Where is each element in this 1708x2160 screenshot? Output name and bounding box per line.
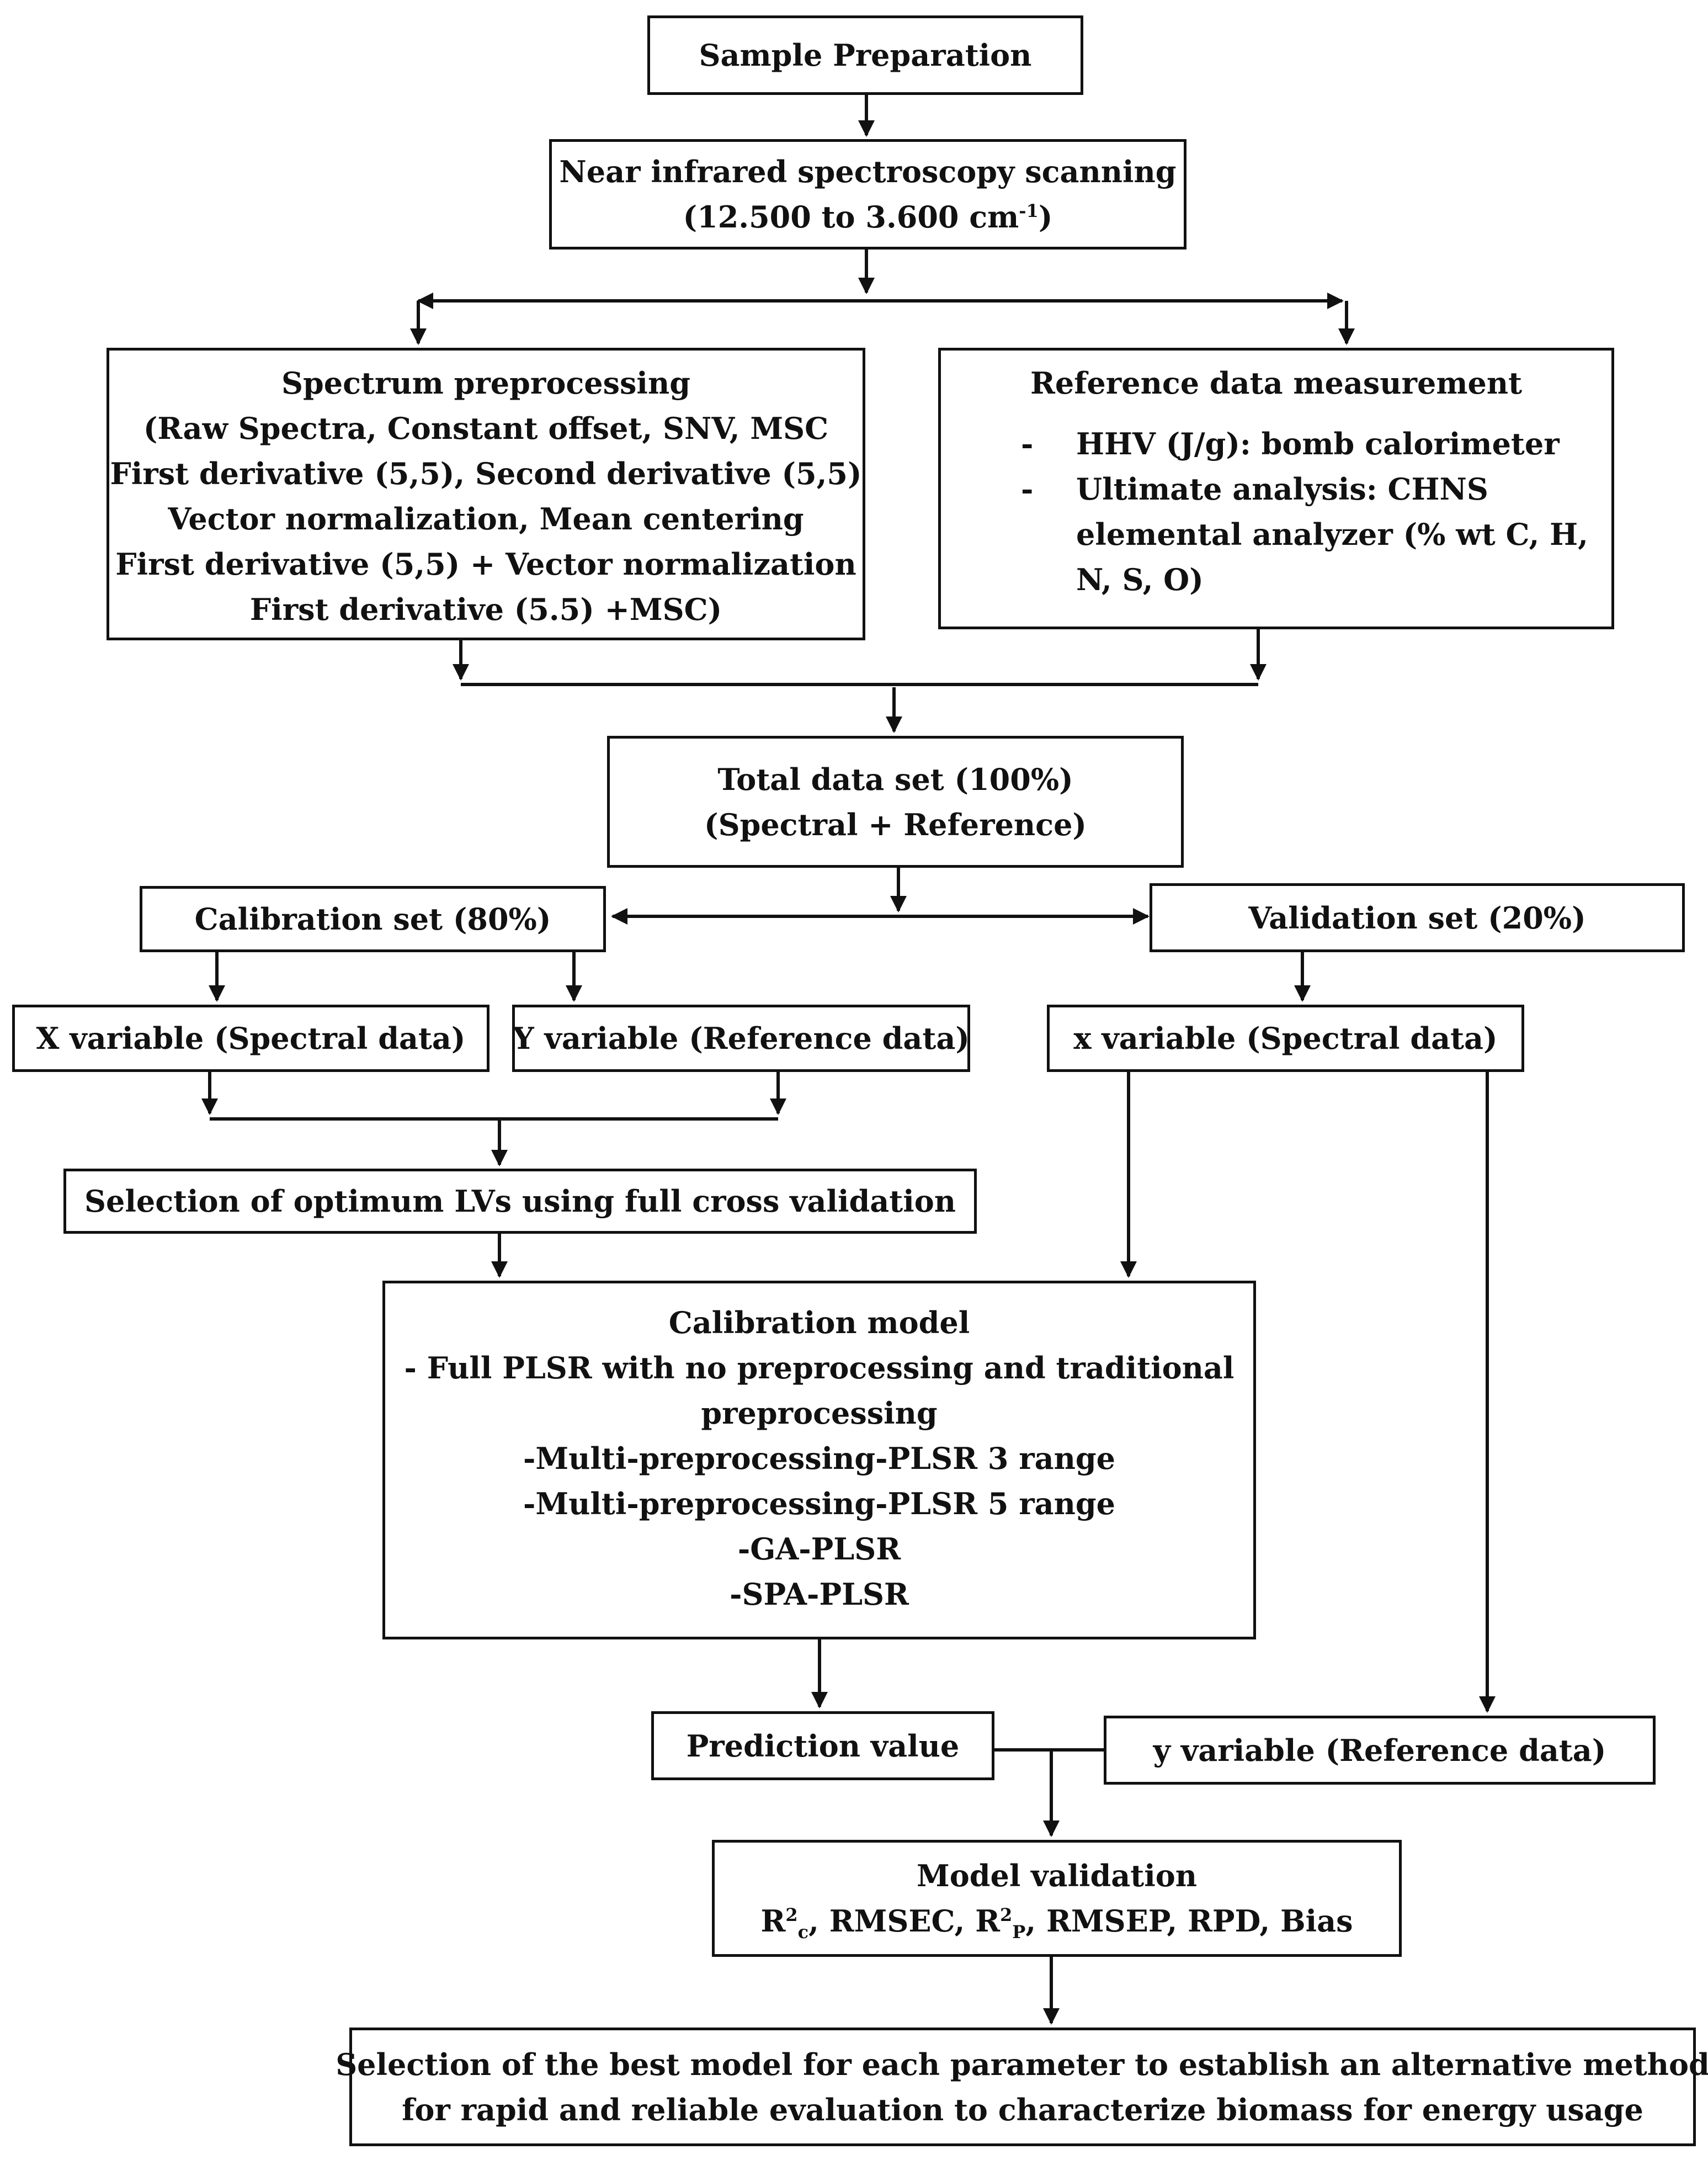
reference-item-ultimate-cont: N, S, O) xyxy=(941,557,1204,602)
model-validation-metrics: R2c, RMSEC, R2P, RMSEP, RPD, Bias xyxy=(760,1898,1353,1944)
spectrum-preprocessing-line: (Raw Spectra, Constant offset, SNV, MSC xyxy=(143,411,829,446)
prediction-value-box: Prediction value xyxy=(651,1711,994,1780)
bullet-dash: - xyxy=(1021,426,1034,461)
calibration-model-box: Calibration model - Full PLSR with no pr… xyxy=(382,1281,1256,1639)
metric-r2p-sub: P xyxy=(1012,1921,1026,1943)
bullet-dash: - xyxy=(1021,471,1034,507)
calibration-model-line: -Multi-preprocessing-PLSR 5 range xyxy=(523,1486,1116,1521)
nir-range-exponent: -1 xyxy=(1019,200,1039,221)
x-variable-calibration-box: X variable (Spectral data) xyxy=(12,1005,489,1072)
x-variable-calibration-label: X variable (Spectral data) xyxy=(36,1021,466,1056)
prediction-value-label: Prediction value xyxy=(686,1728,960,1764)
spectrum-preprocessing-line: First derivative (5,5), Second derivativ… xyxy=(110,456,862,491)
calibration-model-line: -GA-PLSR xyxy=(737,1531,901,1567)
total-data-set-line2: (Spectral + Reference) xyxy=(704,806,1087,842)
validation-set-label: Validation set (20%) xyxy=(1248,900,1586,936)
y-variable-calibration-label: Y variable (Reference data) xyxy=(513,1021,970,1056)
best-model-box: Selection of the best model for each par… xyxy=(336,2028,1708,2146)
metric-rest: , RMSEP, RPD, Bias xyxy=(1025,1903,1353,1939)
calibration-model-line: -SPA-PLSR xyxy=(730,1577,909,1612)
total-data-set-line1: Total data set (100%) xyxy=(717,761,1073,797)
spectrum-preprocessing-line: Vector normalization, Mean centering xyxy=(168,501,804,537)
lv-selection-label: Selection of optimum LVs using full cros… xyxy=(84,1184,956,1219)
calibration-model-line: -Multi-preprocessing-PLSR 3 range xyxy=(523,1441,1116,1476)
reference-item-ultimate-text-2: elemental analyzer (% wt C, H, xyxy=(1076,517,1588,552)
nir-range-close: ) xyxy=(1038,199,1053,235)
nir-scanning-line1: Near infrared spectroscopy scanning xyxy=(559,154,1177,189)
x-variable-validation-label: x variable (Spectral data) xyxy=(1073,1021,1498,1056)
calibration-set-label: Calibration set (80%) xyxy=(194,901,551,937)
calibration-set-box: Calibration set (80%) xyxy=(140,886,606,952)
metric-r2c-sup: 2 xyxy=(785,1904,798,1925)
reference-item-ultimate-text: Ultimate analysis: CHNS xyxy=(1076,471,1488,507)
y-variable-validation-label: y variable (Reference data) xyxy=(1153,1732,1606,1768)
y-variable-calibration-box: Y variable (Reference data) xyxy=(512,1005,970,1072)
calibration-model-title: Calibration model xyxy=(668,1305,970,1340)
calibration-model-line: - Full PLSR with no preprocessing and tr… xyxy=(404,1350,1235,1386)
reference-item-ultimate-cont: elemental analyzer (% wt C, H, xyxy=(941,512,1588,557)
sample-preparation-label: Sample Preparation xyxy=(699,38,1032,73)
total-data-set-box: Total data set (100%) (Spectral + Refere… xyxy=(607,736,1184,868)
calibration-model-line: preprocessing xyxy=(701,1395,938,1431)
reference-item-ultimate: - Ultimate analysis: CHNS xyxy=(941,466,1488,512)
metric-r2c-sub: c xyxy=(797,1921,809,1943)
nir-range-text: (12.500 to 3.600 cm xyxy=(683,199,1019,235)
metric-r2p-sup: 2 xyxy=(1000,1904,1013,1925)
spectrum-preprocessing-title: Spectrum preprocessing xyxy=(281,365,690,401)
spectrum-preprocessing-box: Spectrum preprocessing (Raw Spectra, Con… xyxy=(107,348,865,640)
best-model-line1: Selection of the best model for each par… xyxy=(336,2046,1708,2082)
reference-measurement-box: Reference data measurement - HHV (J/g): b… xyxy=(938,348,1614,629)
lv-selection-box: Selection of optimum LVs using full cros… xyxy=(63,1169,977,1234)
metric-rmsec: , RMSEC, R xyxy=(808,1903,1001,1939)
reference-item-hhv-text: HHV (J/g): bomb calorimeter xyxy=(1076,426,1560,461)
nir-scanning-box: Near infrared spectroscopy scanning (12.… xyxy=(549,139,1186,250)
y-variable-validation-box: y variable (Reference data) xyxy=(1104,1716,1656,1785)
best-model-line2: for rapid and reliable evaluation to cha… xyxy=(402,2092,1643,2127)
metric-r2c: R xyxy=(760,1903,786,1939)
model-validation-box: Model validation R2c, RMSEC, R2P, RMSEP,… xyxy=(712,1840,1402,1957)
reference-measurement-title: Reference data measurement xyxy=(1030,365,1523,401)
spectrum-preprocessing-line: First derivative (5.5) +MSC) xyxy=(249,592,722,627)
validation-set-box: Validation set (20%) xyxy=(1150,883,1685,952)
reference-item-hhv: - HHV (J/g): bomb calorimeter xyxy=(941,421,1560,466)
x-variable-validation-box: x variable (Spectral data) xyxy=(1047,1005,1524,1072)
reference-item-ultimate-text-3: N, S, O) xyxy=(1076,562,1204,597)
nir-scanning-range: (12.500 to 3.600 cm-1) xyxy=(683,194,1053,240)
spectrum-preprocessing-line: First derivative (5,5) + Vector normaliz… xyxy=(115,546,856,582)
sample-preparation-box: Sample Preparation xyxy=(647,15,1083,95)
model-validation-title: Model validation xyxy=(916,1858,1198,1893)
